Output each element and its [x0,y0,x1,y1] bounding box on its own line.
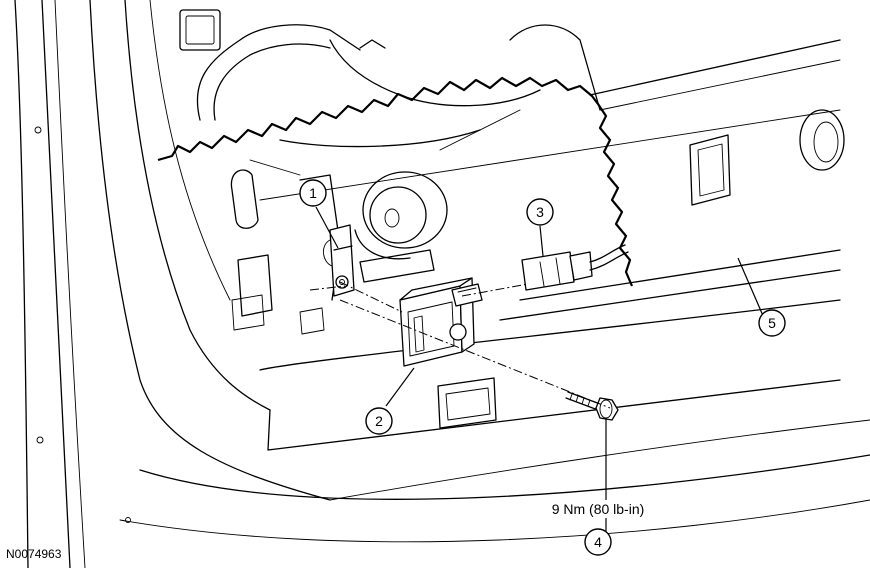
lower-panel-recess [437,377,497,429]
assembly-centerlines [309,281,611,409]
callout-5: 5 [758,309,786,337]
screw [565,391,619,421]
figure-id: N0074963 [6,547,62,561]
torque-spec-label: 9 Nm (80 lb-in) [552,501,645,517]
break-line [157,76,634,287]
callout-4-label: 4 [594,534,602,550]
bracket [323,224,435,297]
door-handle-recess [689,109,845,206]
leader-lines [315,206,765,536]
upper-inner-panel [179,9,541,151]
speaker [354,171,448,260]
switch-module [399,277,483,367]
callout-5-label: 5 [768,315,776,331]
callout-1: 1 [299,179,327,207]
callout-3-label: 3 [536,204,544,220]
callout-1-label: 1 [309,185,317,201]
callout-3: 3 [526,198,554,226]
callout-4: 4 [584,528,612,556]
callout-2: 2 [365,407,393,435]
callout-2-label: 2 [375,413,383,429]
electrical-connector [521,244,629,291]
door-panel-outline [14,0,870,568]
